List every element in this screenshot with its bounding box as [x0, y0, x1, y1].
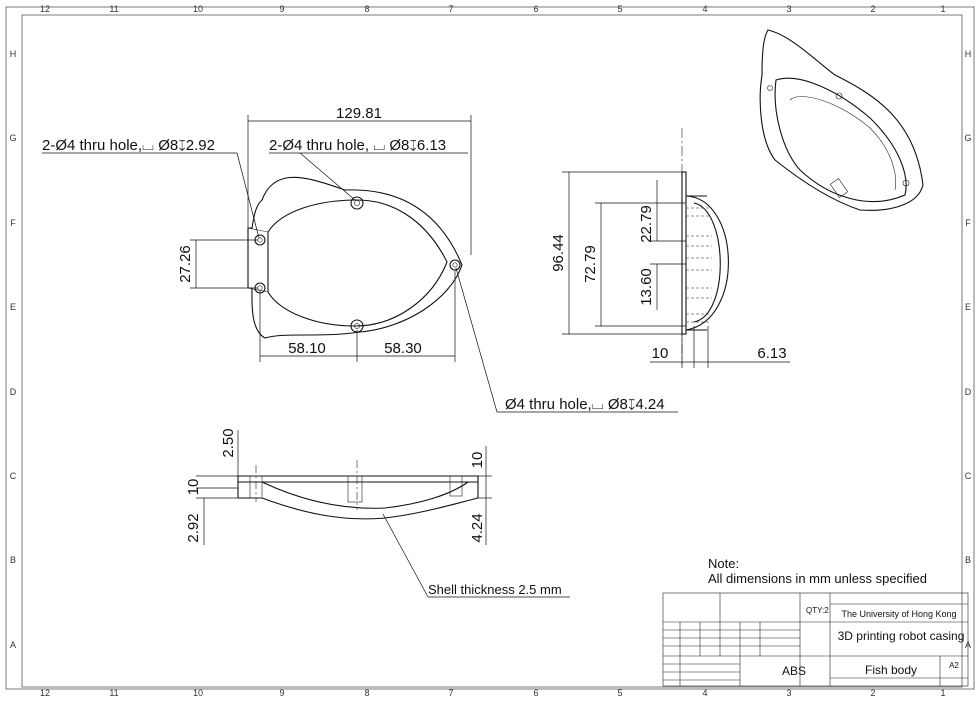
- dim-front-250: 2.50: [220, 428, 237, 457]
- zone-row-right-g: G: [964, 133, 971, 143]
- zone-col-8: 8: [364, 4, 369, 14]
- dim-overall-width: 129.81: [336, 105, 382, 122]
- zone-col-2: 2: [870, 4, 875, 14]
- zone-col-7: 7: [448, 4, 453, 14]
- top-view: 129.81 2-Ø4 thru hole,⌴ Ø8↧2.92 2-Ø4 thr…: [42, 105, 678, 413]
- title-block-organization: The University of Hong Kong: [841, 609, 956, 619]
- zone-col-12: 12: [40, 4, 50, 14]
- zone-row-h: H: [10, 49, 17, 59]
- dim-width-right: 58.30: [384, 340, 422, 357]
- title-block-drawing-title: 3D printing robot casing: [838, 629, 965, 643]
- callout-left-holes: 2-Ø4 thru hole,⌴ Ø8↧2.92: [42, 137, 215, 154]
- title-block-part-name: Fish body: [865, 663, 917, 677]
- zone-col-bottom-4: 4: [702, 688, 707, 698]
- zone-col-10: 10: [193, 4, 203, 14]
- front-view: 2.50 10 2.92 10 4.24 Shell thickness 2.5…: [185, 428, 570, 598]
- dim-overall-height: 96.44: [550, 234, 567, 272]
- dim-front-424: 4.24: [469, 513, 486, 542]
- zone-row-f: F: [10, 218, 16, 228]
- dim-front-10-right: 10: [469, 452, 486, 469]
- zone-col-bottom-7: 7: [448, 688, 453, 698]
- dim-front-10-left: 10: [185, 479, 202, 496]
- zone-row-right-f: F: [965, 218, 971, 228]
- dim-lower-offset: 13.60: [638, 268, 655, 306]
- zone-col-bottom-8: 8: [364, 688, 369, 698]
- note-title: Note:: [708, 556, 739, 571]
- title-block-qty: QTY:2: [806, 606, 829, 615]
- zone-col-bottom-1: 1: [940, 688, 945, 698]
- zone-col-6: 6: [533, 4, 538, 14]
- dim-hole-spacing: 27.26: [177, 245, 194, 283]
- title-block-sheet-size: A2: [949, 661, 959, 670]
- zone-row-d: D: [10, 387, 17, 397]
- dim-front-292: 2.92: [185, 513, 202, 542]
- title-block-material: ABS: [782, 664, 806, 678]
- zone-row-right-e: E: [965, 302, 971, 312]
- dim-inner-height: 72.79: [582, 245, 599, 283]
- dim-width-left: 58.10: [288, 340, 326, 357]
- callout-tip-hole: Ø4 thru hole,⌴ Ø8↧4.24: [505, 396, 665, 413]
- isometric-view: [759, 29, 924, 211]
- zone-col-5: 5: [617, 4, 622, 14]
- sheet-border: [5, 6, 975, 690]
- title-block: QTY:2 The University of Hong Kong 3D pri…: [662, 592, 969, 687]
- dim-upper-offset: 22.79: [638, 205, 655, 243]
- zone-col-3: 3: [786, 4, 791, 14]
- zone-row-c: C: [10, 471, 17, 481]
- side-view: 96.44 72.79 22.79 13.60 10 6.13: [550, 128, 790, 368]
- zone-col-bottom-9: 9: [279, 688, 284, 698]
- zone-col-bottom-12: 12: [40, 688, 50, 698]
- dim-right-thickness: 6.13: [757, 345, 786, 362]
- zone-row-a: A: [10, 640, 16, 650]
- zone-labels: 12 11 10 9 8 7 6 5 4 3 2 1 12 11 10 9 8 …: [9, 4, 971, 698]
- note-body: All dimensions in mm unless specified: [708, 571, 927, 586]
- zone-row-e: E: [10, 302, 16, 312]
- zone-col-bottom-2: 2: [870, 688, 875, 698]
- zone-row-right-b: B: [965, 555, 971, 565]
- zone-col-bottom-5: 5: [617, 688, 622, 698]
- zone-col-bottom-6: 6: [533, 688, 538, 698]
- zone-row-g: G: [9, 133, 16, 143]
- zone-row-right-d: D: [965, 387, 972, 397]
- zone-col-bottom-11: 11: [109, 688, 118, 698]
- zone-col-11: 11: [109, 4, 118, 14]
- callout-right-holes: 2-Ø4 thru hole, ⌴ Ø8↧6.13: [269, 137, 446, 154]
- shell-thickness-note: Shell thickness 2.5 mm: [428, 582, 562, 597]
- zone-col-bottom-10: 10: [193, 688, 203, 698]
- zone-col-1: 1: [940, 4, 945, 14]
- zone-row-right-c: C: [965, 471, 972, 481]
- zone-col-4: 4: [702, 4, 707, 14]
- zone-row-b: B: [10, 555, 16, 565]
- zone-row-right-h: H: [965, 49, 972, 59]
- zone-col-9: 9: [279, 4, 284, 14]
- general-note: Note: All dimensions in mm unless specif…: [708, 556, 927, 586]
- dim-left-thickness: 10: [652, 345, 669, 362]
- zone-col-bottom-3: 3: [786, 688, 791, 698]
